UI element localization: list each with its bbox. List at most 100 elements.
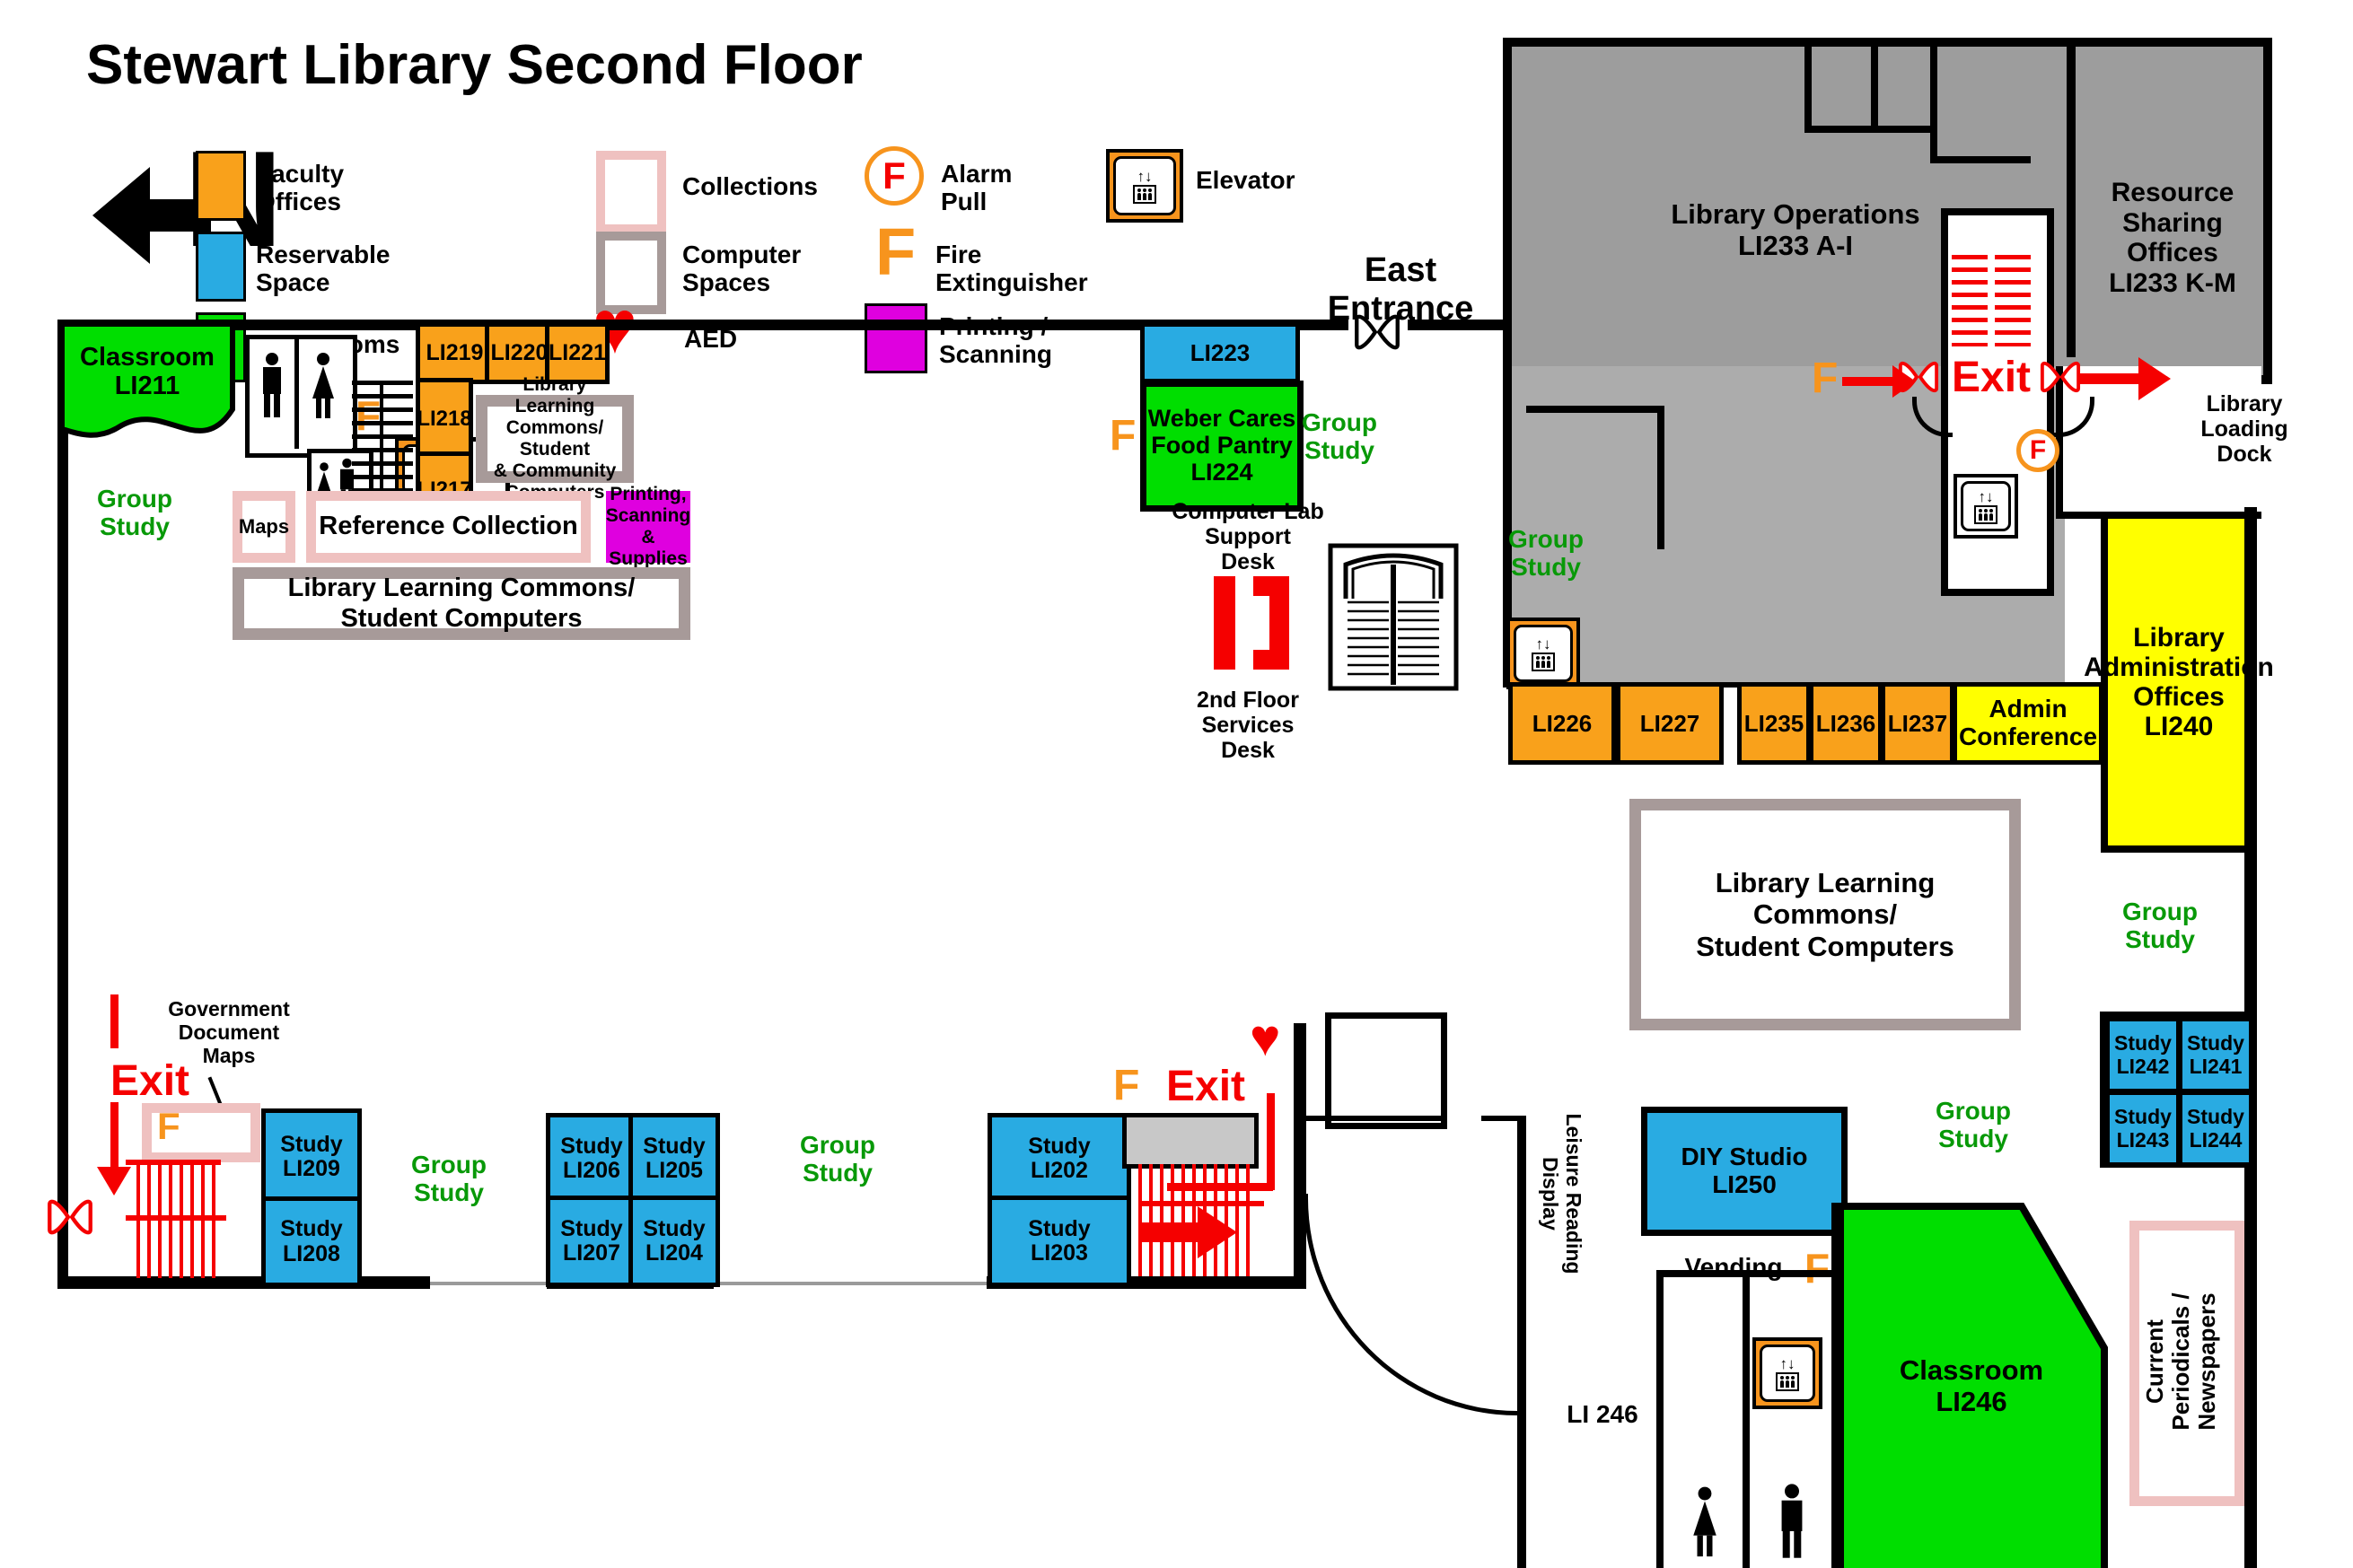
legend-swatch-printing: [865, 303, 927, 373]
legend-label-reservable: Reservable Space: [256, 241, 390, 297]
room-li220: LI220: [485, 322, 554, 384]
room-label: LI223: [1190, 338, 1251, 366]
legend-label-faculty: Faculty Offices: [256, 160, 344, 216]
exit-arrow-head: [2138, 357, 2171, 400]
alarm-pull-icon: F: [2016, 429, 2059, 472]
exit-label-northeast: Exit: [1951, 354, 2032, 401]
exit-arrow: [1267, 1093, 1275, 1190]
exit-label-south: Exit: [1165, 1063, 1246, 1110]
leisure-l1: Leisure Reading: [1562, 1113, 1585, 1275]
exit-arrow-head: [1892, 365, 1916, 398]
wall: [1804, 126, 1937, 133]
room-label: LI220: [490, 339, 549, 365]
east-entrance-label: East Entrance: [1306, 251, 1495, 328]
elevator-arrows: ↑↓: [1535, 635, 1551, 653]
room-label: LI243: [2116, 1127, 2170, 1152]
legend-elevator-icon: ↑↓: [1106, 149, 1183, 223]
periodicals-label: Current Periodicals / Newspapers: [2141, 1227, 2232, 1496]
room-label: Food Pantry: [1151, 432, 1293, 460]
main-left-wall: [57, 320, 68, 1289]
wall: [1657, 406, 1664, 549]
exit-arrow: [1842, 377, 1898, 386]
exit-arrow-head: [1198, 1206, 1237, 1258]
legend-swatch-computer: [596, 232, 666, 314]
loading-dock-label: Library Loading Dock: [2146, 391, 2343, 467]
stairs-red: [1995, 255, 2031, 346]
services-desk-shape: [1214, 576, 1235, 670]
area-label: Library Learning Commons/: [1715, 866, 1936, 931]
wall: [2067, 47, 2076, 357]
room-label: LI226: [1532, 709, 1593, 737]
room-label: Study: [560, 1133, 623, 1159]
gs-l1: Group: [800, 1131, 875, 1159]
restroom-man-icon: [1778, 1483, 1806, 1565]
fire-extinguisher-f: F: [1110, 412, 1137, 460]
room-label: Weber Cares: [1147, 405, 1296, 433]
room-label: LI206: [563, 1158, 620, 1183]
page-title: Stewart Library Second Floor: [86, 34, 863, 96]
stairs-red-mid-rail: [126, 1215, 226, 1221]
room-li218: LI218: [416, 378, 473, 460]
elevator-icon: ↑↓: [1752, 1337, 1822, 1409]
restroom-woman-icon: [1690, 1483, 1720, 1565]
exit-arrow: [1167, 1183, 1273, 1191]
wall: [1804, 47, 1812, 133]
gs-l2: Study: [2125, 925, 2195, 954]
restroom-divider: [294, 335, 299, 449]
room-label: Study: [2114, 1105, 2172, 1129]
gov-l3: Maps: [202, 1043, 256, 1067]
gs-l2: Study: [414, 1178, 484, 1207]
fire-extinguisher-f: F: [1804, 1245, 1831, 1292]
legend-label-collections: Collections: [682, 172, 818, 200]
room-label: LI237: [1887, 709, 1948, 737]
exit-arrow: [1142, 1222, 1199, 1242]
room-li236: LI236: [1809, 682, 1883, 765]
legend-alarm-l1: Alarm: [941, 160, 1013, 188]
sv-l3: Desk: [1221, 738, 1275, 763]
room-li226: LI226: [1508, 682, 1616, 765]
commons-student-area-right: Library Learning Commons/ Student Comput…: [1629, 799, 2021, 1030]
room-label: Study: [2187, 1031, 2244, 1056]
wall: [1743, 1270, 1750, 1568]
res-l2: Sharing: [2122, 207, 2223, 238]
group-study-label: Group Study: [793, 1131, 882, 1187]
main-top-wall: [1408, 320, 1512, 330]
alarm-f: F: [882, 154, 906, 197]
gov-l1: Government: [168, 997, 290, 1021]
gs-l1: Group: [411, 1151, 487, 1178]
room-label: DIY Studio: [1681, 1143, 1808, 1171]
room-li211: [57, 320, 237, 474]
elevator-arrows: ↑↓: [1137, 167, 1153, 185]
area-label: Supplies: [609, 548, 688, 570]
main-bottom-wall-thin: [714, 1282, 987, 1285]
room-label: Study: [643, 1215, 706, 1241]
printing-scanning-area: Printing, Scanning & Supplies: [606, 484, 691, 569]
legend-label-alarm: Alarm Pull: [941, 160, 1012, 216]
sv-l2: Services: [1201, 713, 1295, 738]
room-label: Admin: [1989, 695, 2068, 723]
per-l3: Newspapers: [2193, 1292, 2221, 1431]
legend-alarm-l2: Pull: [941, 188, 988, 216]
legend-label-computer: Computer Spaces: [682, 241, 801, 297]
group-study-label: Group Study: [1928, 1097, 2018, 1153]
room-li219: LI219: [416, 322, 494, 384]
room-li246-classroom: [1837, 1203, 2108, 1568]
room-label: LI235: [1743, 709, 1804, 737]
exit-arrow: [2079, 373, 2142, 384]
room-label: LI224: [1190, 458, 1253, 486]
door-swing-arc-large: [1304, 1194, 1522, 1415]
group-study-label: Group Study: [1295, 408, 1384, 465]
exit-arrow: [110, 1102, 119, 1169]
cl-l1: Computer Lab: [1172, 499, 1324, 524]
cl-l3: Desk: [1221, 549, 1275, 574]
room-admin-conference: Admin Conference: [1953, 682, 2103, 765]
exit-door-icon: [47, 1196, 93, 1239]
room-label: LI219: [426, 339, 484, 365]
gs-l2: Study: [1304, 436, 1374, 465]
legend-label-fire: Fire Extinguisher: [935, 241, 1088, 297]
